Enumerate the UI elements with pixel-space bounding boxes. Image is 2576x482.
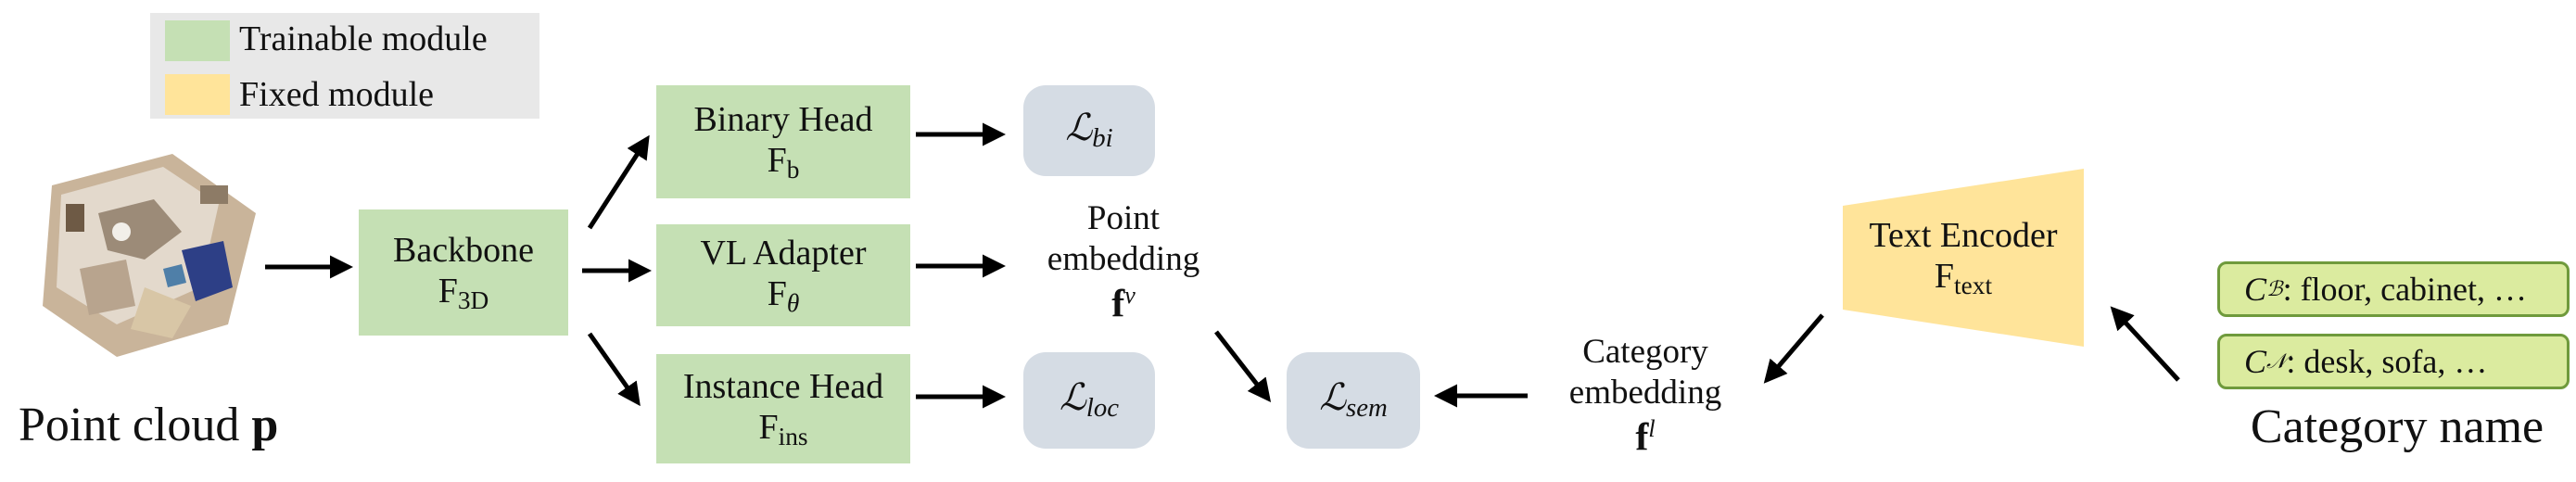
vl-adapter-label: VL Adapter [700, 233, 867, 273]
point-cloud-label: Point cloud p [19, 397, 278, 454]
point-cloud-symbol: p [251, 399, 279, 451]
instance-head-symbol: Fins [758, 408, 808, 451]
binary-head-block: Binary Head Fb [656, 85, 910, 198]
arrow-categories-to-encoder [2110, 306, 2180, 382]
legend-fixed-swatch [165, 74, 230, 115]
binary-head-symbol: Fb [767, 141, 800, 184]
legend-fixed-label: Fixed module [239, 75, 435, 114]
point-embedding-symbol: fv [1111, 281, 1136, 326]
instance-head-block: Instance Head Fins [656, 354, 910, 463]
arrow-backbone-to-binary [587, 134, 650, 230]
text-encoder-block: Text Encoder Ftext [1843, 169, 2084, 347]
point-cloud-text: Point cloud [19, 399, 240, 451]
loss-sem: ℒsem [1287, 352, 1420, 449]
loss-bi: ℒbi [1023, 85, 1155, 176]
arrow-encoder-to-catembed [1763, 313, 1824, 384]
text-encoder-symbol: Ftext [1934, 257, 1993, 300]
backbone-symbol: F3D [438, 272, 489, 315]
legend-trainable-label: Trainable module [239, 19, 488, 58]
binary-head-label: Binary Head [693, 99, 873, 139]
legend: Trainable module Fixed module [150, 13, 539, 119]
vl-adapter-symbol: Fθ [767, 274, 800, 318]
arrow-embedding-to-losssem [1214, 330, 1272, 402]
instance-head-label: Instance Head [682, 366, 884, 406]
category-embedding-label: Category embedding fl [1539, 332, 1752, 461]
category-name-label: Category name [2250, 400, 2544, 453]
legend-trainable-swatch [165, 20, 230, 61]
arrow-backbone-to-instance [587, 332, 641, 407]
point-embedding-label: Point embedding fv [1031, 198, 1216, 327]
category-embedding-symbol: fl [1635, 414, 1656, 460]
point-cloud-image [33, 148, 265, 362]
loss-loc: ℒloc [1023, 352, 1155, 449]
backbone-label: Backbone [393, 230, 534, 270]
vl-adapter-block: VL Adapter Fθ [656, 224, 910, 326]
backbone-block: Backbone F3D [359, 209, 568, 336]
text-encoder-label: Text Encoder [1869, 215, 2058, 255]
